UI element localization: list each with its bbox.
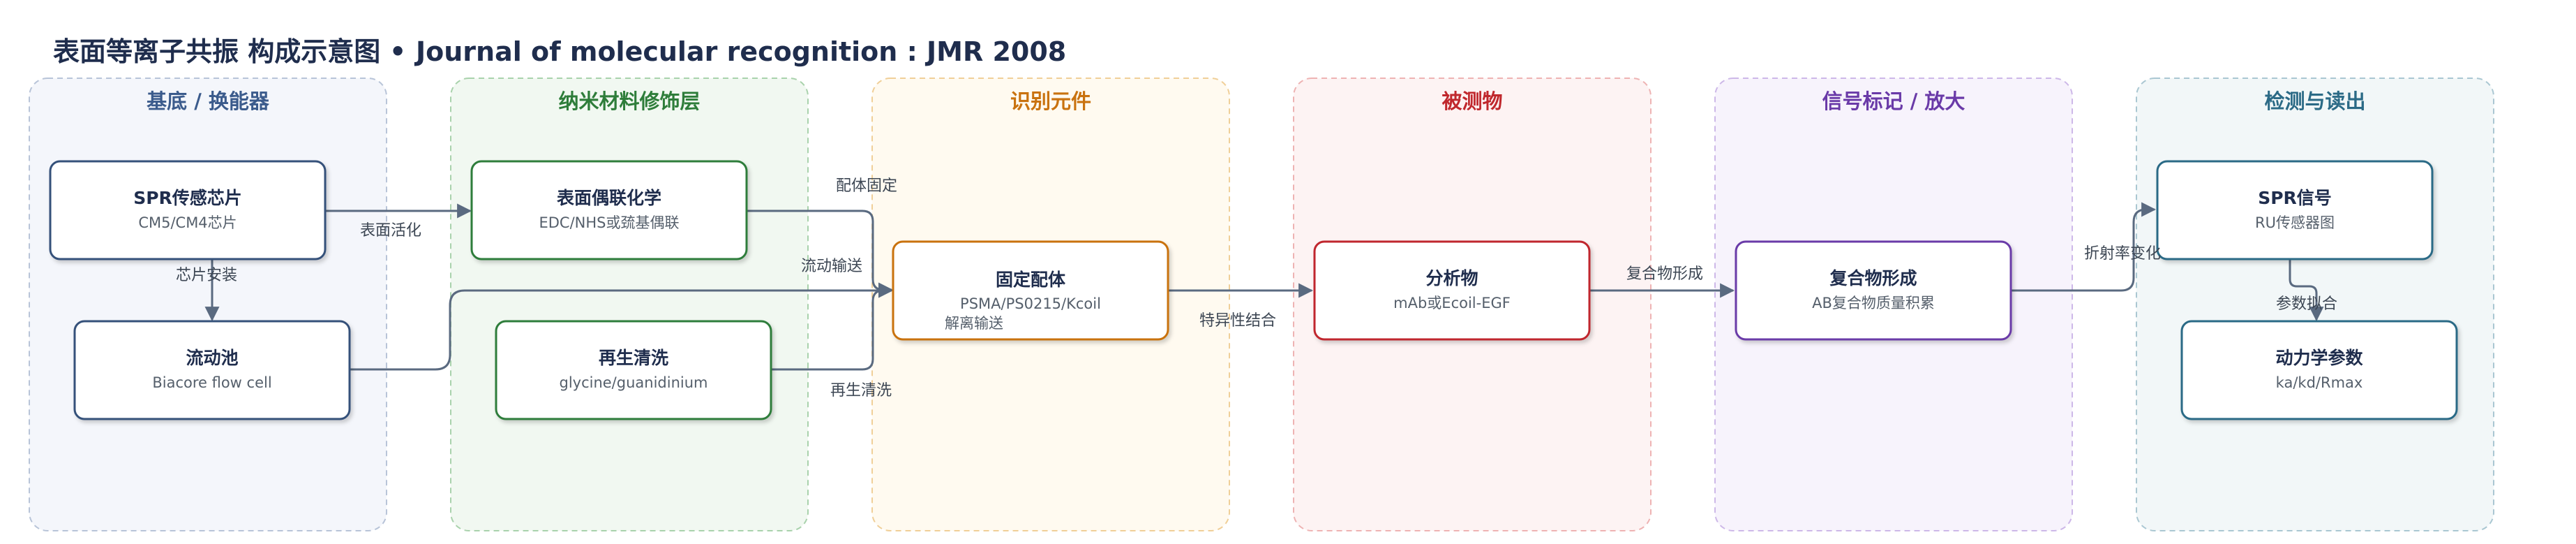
node-subtitle: PSMA/PS0215/Kcoil	[960, 295, 1101, 312]
node-subtitle: Biacore flow cell	[152, 374, 271, 391]
edges	[204, 202, 2324, 371]
edge-label-parameter-fitting: 参数拟合	[2276, 295, 2337, 313]
node-ligand: 固定配体 PSMA/PS0215/Kcoil 解离输送	[892, 240, 1169, 341]
node-flow-cell: 流动池 Biacore flow cell	[73, 320, 351, 420]
lane-title: 纳米材料修饰层	[558, 89, 700, 113]
lane-substrate: 基底 / 换能器	[29, 78, 387, 531]
edge-signal-to-kinetics	[2289, 259, 2324, 322]
edge-labels: 表面活化 芯片安装 配体固定 流动输送 再生清洗 特异性结合 复合物形成 折射率…	[176, 177, 2337, 399]
page-title: 表面等离子共振 构成示意图	[53, 36, 380, 67]
lane-title: 检测与读出	[2264, 89, 2365, 113]
lane-title: 被测物	[1441, 89, 1502, 113]
node-title: SPR传感芯片	[133, 188, 242, 208]
node-title: 复合物形成	[1829, 268, 1917, 288]
node-spr-chip: SPR传感芯片 CM5/CM4芯片	[49, 160, 327, 260]
node-kinetics: 动力学参数 ka/kd/Rmax	[2180, 320, 2458, 420]
node-surface-coupling: 表面偶联化学 EDC/NHS或巯基偶联	[470, 160, 748, 260]
edge-label-specific-binding: 特异性结合	[1199, 312, 1276, 330]
source-citation: Journal of molecular recognition : JMR 2…	[414, 36, 1066, 67]
node-title: 再生清洗	[599, 348, 668, 368]
node-title: 表面偶联化学	[557, 188, 661, 208]
node-subtitle: RU传感器图	[2255, 214, 2335, 231]
lane-title: 信号标记 / 放大	[1822, 89, 1965, 113]
node-subtitle: glycine/guanidinium	[559, 374, 707, 391]
title-separator: •	[389, 36, 406, 67]
node-analyte: 分析物 mAb或Ecoil-EGF	[1313, 240, 1591, 341]
lane-title: 识别元件	[1010, 89, 1091, 113]
node-spr-signal: SPR信号 RU传感器图	[2156, 160, 2434, 260]
edge-label-flow-delivery: 流动输送	[801, 258, 862, 275]
node-title: 固定配体	[996, 270, 1066, 290]
node-complex: 复合物形成 AB复合物质量积累	[1735, 240, 2012, 341]
node-title: 分析物	[1425, 268, 1478, 288]
edge-regen-to-ligand	[769, 283, 894, 371]
node-subtitle: ka/kd/Rmax	[2276, 374, 2363, 391]
lane-nano-layer: 纳米材料修饰层	[450, 78, 809, 531]
node-title: SPR信号	[2258, 188, 2332, 208]
node-subtitle-secondary: 解离输送	[945, 315, 1003, 332]
edge-label-refractive-change: 折射率变化	[2084, 245, 2161, 263]
node-subtitle: EDC/NHS或巯基偶联	[539, 214, 679, 231]
edge-complex-to-signal	[2008, 202, 2157, 292]
edge-label-complex-formation: 复合物形成	[1626, 265, 1703, 283]
edge-flowcell-to-ligand	[350, 283, 894, 371]
edge-label-chip-mounting: 芯片安装	[176, 267, 237, 284]
edge-label-regen-wash: 再生清洗	[830, 382, 892, 399]
node-title: 动力学参数	[2275, 348, 2363, 368]
node-subtitle: CM5/CM4芯片	[138, 214, 237, 231]
node-title: 流动池	[186, 348, 238, 368]
node-subtitle: mAb或Ecoil-EGF	[1393, 295, 1511, 311]
node-regeneration: 再生清洗 glycine/guanidinium	[495, 320, 772, 420]
lane-title: 基底 / 换能器	[147, 89, 270, 113]
node-subtitle: AB复合物质量积累	[1812, 295, 1935, 311]
edge-label-ligand-immobilization: 配体固定	[836, 177, 897, 195]
edge-label-surface-activation: 表面活化	[360, 222, 421, 240]
